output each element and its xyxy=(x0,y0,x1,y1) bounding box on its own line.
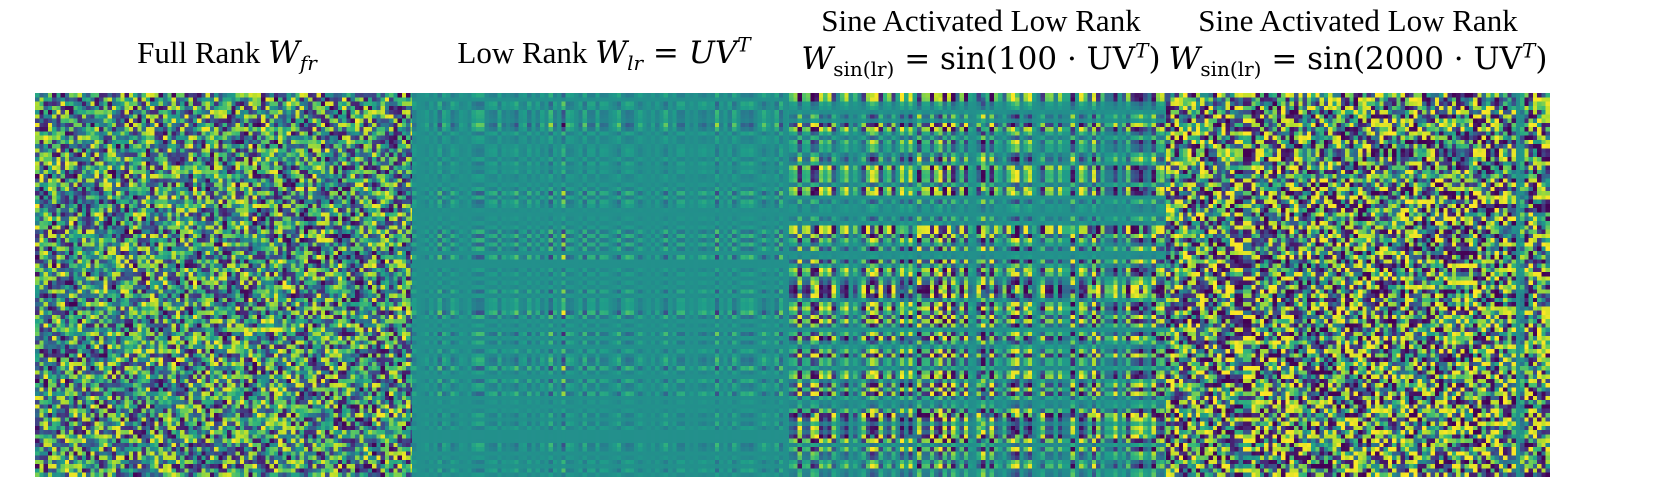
math-rhs: = UV xyxy=(652,35,738,71)
math-symbol: W xyxy=(1168,41,1201,77)
panel-title-line2: Wsin(lr) = sin(2000 · UVT) xyxy=(1146,38,1570,80)
title-text: Full Rank xyxy=(137,35,261,70)
math-subscript: sin(lr) xyxy=(833,57,895,82)
title-math: Wsin(lr) = sin(2000 · UVT) xyxy=(1168,38,1548,80)
heatmap-panel-sine-100: Sine Activated Low Rank Wsin(lr) = sin(1… xyxy=(789,0,1173,493)
math-subscript: fr xyxy=(299,51,317,76)
title-math: Wfr xyxy=(268,35,317,73)
math-close: ) xyxy=(1148,41,1161,77)
heatmap-panel-low-rank: Low Rank Wlr = UVT xyxy=(412,0,796,493)
math-rhs: = sin(100 · UV xyxy=(904,41,1136,77)
heatmap-low-rank xyxy=(412,93,796,477)
panel-title-line1: Sine Activated Low Rank xyxy=(1198,3,1518,38)
math-symbol: W xyxy=(801,41,834,77)
math-superscript: T xyxy=(1522,38,1536,63)
heatmap-sine-100 xyxy=(789,93,1173,477)
panel-title-line2: Wsin(lr) = sin(100 · UVT) xyxy=(769,38,1193,80)
math-superscript: T xyxy=(737,32,751,57)
panel-title: Low Rank Wlr = UVT xyxy=(392,32,816,74)
heatmap-panel-full-rank: Full Rank Wfr xyxy=(35,0,419,493)
heatmap-sine-2000 xyxy=(1166,93,1550,477)
math-close: ) xyxy=(1535,41,1548,77)
math-superscript: T xyxy=(1135,38,1149,63)
math-rhs: = sin(2000 · UV xyxy=(1271,41,1523,77)
title-math: Wsin(lr) = sin(100 · UVT) xyxy=(801,38,1161,80)
title-math: Wlr = UVT xyxy=(595,32,751,74)
heatmap-panel-sine-2000: Sine Activated Low Rank Wsin(lr) = sin(2… xyxy=(1166,0,1550,493)
heatmap-full-rank xyxy=(35,93,419,477)
math-symbol: W xyxy=(595,35,628,71)
panel-title: Full Rank Wfr xyxy=(15,34,439,73)
math-symbol: W xyxy=(268,35,300,71)
title-text: Low Rank xyxy=(457,35,588,70)
math-subscript: lr xyxy=(627,51,644,76)
math-subscript: sin(lr) xyxy=(1200,57,1262,82)
panel-title-line1: Sine Activated Low Rank xyxy=(821,3,1141,38)
